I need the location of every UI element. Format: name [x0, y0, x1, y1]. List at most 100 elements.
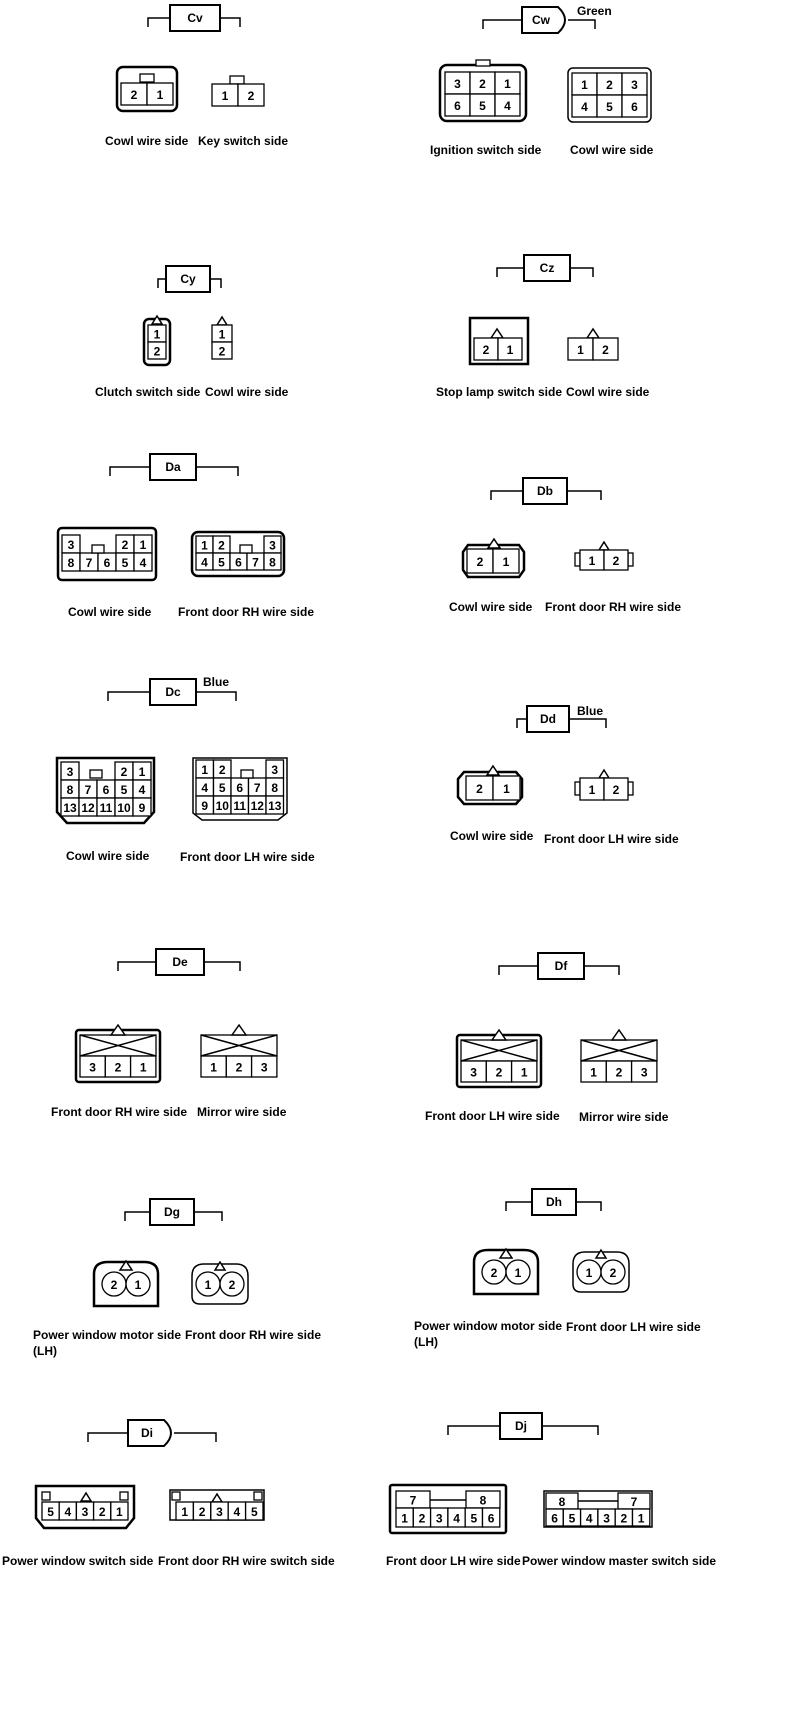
lock-tab-icon: [597, 540, 611, 551]
lock-tab-icon: [210, 1492, 224, 1503]
pin-number: 3: [271, 763, 278, 777]
pin-number: 2: [613, 554, 620, 568]
connector-housing: [461, 543, 526, 579]
connector-code-box: [521, 6, 566, 34]
bracket-line: [124, 1211, 223, 1221]
pin-number: 1: [219, 328, 226, 342]
pin-number: 5: [121, 783, 128, 797]
bracket-line: [482, 19, 596, 29]
view-caption: Clutch switch side: [95, 385, 201, 399]
bracket-line: [447, 1425, 599, 1435]
connector-housing: [92, 1260, 160, 1308]
cross-icon: [580, 1039, 658, 1062]
pin-number: 4: [140, 556, 147, 570]
pin-number: 5: [219, 781, 226, 795]
pin-number: 2: [610, 1266, 617, 1280]
pin-number: 3: [470, 1066, 477, 1080]
pin-cell: [492, 548, 520, 574]
pin-number: 4: [139, 783, 146, 797]
connector-housing: [169, 1489, 265, 1521]
connector-di: Di: [87, 1419, 217, 1447]
view-caption: Power window master switch side: [522, 1554, 716, 1568]
pin-number: 7: [410, 1494, 417, 1508]
pin-number: 3: [216, 1505, 223, 1519]
lock-tab-icon: [91, 544, 105, 554]
pin-cell: [603, 777, 629, 801]
lock-tab-icon: [240, 769, 254, 779]
connector-code: Cy: [180, 272, 196, 286]
connector-housing: [572, 1251, 630, 1293]
connector-housing: [192, 757, 288, 821]
pin-number: 4: [504, 99, 511, 113]
pin-number: 10: [117, 801, 131, 815]
pin-number: 1: [503, 555, 510, 569]
pin-number: 2: [477, 555, 484, 569]
pin-number: 3: [269, 539, 276, 553]
cross-icon: [460, 1039, 538, 1062]
pin-number: 6: [488, 1512, 495, 1526]
lock-tab-icon: [109, 1023, 127, 1036]
pin-cell: [211, 341, 233, 360]
bracket-line: [117, 961, 241, 971]
pin-number: 4: [581, 100, 588, 114]
connector-cv: Cv: [147, 4, 241, 32]
view-caption: Power window motor side(LH): [414, 1319, 562, 1349]
pin-cell: [510, 1060, 538, 1083]
pin-number: 4: [453, 1512, 460, 1526]
bracket-line: [107, 691, 237, 701]
pin-number: 8: [271, 781, 278, 795]
pin-number: 1: [139, 765, 146, 779]
view-caption: Front door LH wire side: [544, 832, 679, 846]
pin-number: 2: [491, 1266, 498, 1280]
pin-number: 7: [85, 783, 92, 797]
pin-number: 1: [577, 343, 584, 357]
pin-number: 8: [559, 1495, 566, 1509]
connector-code-box: [149, 1198, 195, 1226]
latch-icon: [171, 1491, 181, 1501]
pin-cell: [129, 1055, 157, 1078]
pin-cell: [237, 83, 265, 107]
pin-number: 1: [201, 539, 208, 553]
lock-tab-icon: [610, 1028, 628, 1041]
pin-cell: [481, 1507, 501, 1528]
pin-number: 5: [606, 100, 613, 114]
connector-housing: [468, 316, 530, 366]
pin-number: 2: [616, 1066, 623, 1080]
lock-tab-icon: [79, 1491, 93, 1502]
latch-icon: [627, 552, 634, 567]
lock-tab-icon: [229, 75, 245, 85]
connector-housing: [190, 530, 286, 578]
pin-number: 1: [157, 88, 164, 102]
connector-code-box: [127, 1419, 172, 1447]
pin-cell: [465, 775, 494, 801]
caption-line: Power window motor side: [33, 1328, 181, 1342]
pin-cell: [631, 1508, 651, 1527]
pin-number: 9: [201, 799, 208, 813]
pin-number: 4: [234, 1505, 241, 1519]
pin-number: 3: [67, 765, 74, 779]
pin-number: 2: [496, 1066, 503, 1080]
view-caption: Power window motor side (LH): [33, 1328, 181, 1358]
pin-number: 9: [139, 801, 146, 815]
caption-line: (LH): [33, 1344, 57, 1358]
pin-cell: [250, 1055, 278, 1078]
connector-code-box: [526, 705, 570, 733]
pin-number: 7: [631, 1495, 638, 1509]
view-caption: Front door RH wire side: [185, 1328, 321, 1342]
bracket-line: [505, 1201, 602, 1211]
pin-number: 8: [480, 1494, 487, 1508]
connector-code: Dh: [546, 1195, 562, 1209]
pin-number: 2: [248, 89, 255, 103]
